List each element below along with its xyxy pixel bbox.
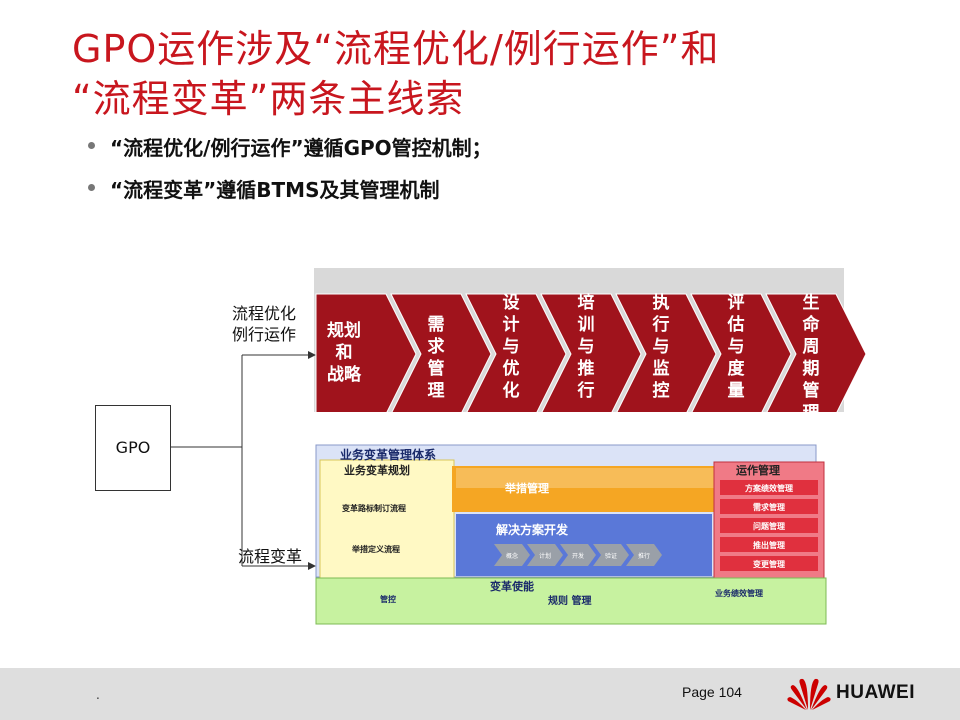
enable-item: 规则 管理 [548, 596, 592, 607]
chevron-label: 需求管理 [428, 315, 445, 401]
solution-step-label: 验证 [605, 552, 617, 560]
planning-title: 业务变革规划 [344, 464, 410, 477]
btms-title: 业务变革管理体系 [340, 448, 437, 462]
branch-top-label-2: 例行运作 [232, 325, 297, 344]
branch-top-arrow-icon [308, 351, 316, 359]
bullet-list: “流程优化/例行运作”遵循GPO管控机制； “流程变革”遵循BTMS及其管理机制 [88, 132, 908, 216]
solution-step-label: 推行 [638, 552, 650, 560]
initiative-title: 举措管理 [505, 482, 549, 495]
ops-item-label: 变更管理 [753, 559, 785, 569]
band-bottom-mask [310, 412, 850, 442]
title-line-1: GPO运作涉及“流程优化/例行运作”和 [72, 27, 720, 71]
ops-title: 运作管理 [736, 464, 780, 477]
solution-step-label: 概念 [506, 552, 518, 560]
solution-steps-group: 概念 计划 开发 验证 推行 [494, 544, 662, 566]
enable-panel [315, 577, 827, 625]
solution-step [560, 544, 596, 566]
title-line-2: “流程变革”两条主线索 [72, 77, 465, 121]
ops-item [720, 537, 818, 552]
solution-step [527, 544, 563, 566]
planning-panel [319, 459, 455, 579]
ops-item [720, 499, 818, 514]
solution-step [494, 544, 530, 566]
brand-name: HUAWEI [836, 682, 915, 703]
bullet-item: “流程变革”遵循BTMS及其管理机制 [88, 174, 908, 216]
bullet-text: “流程变革”遵循BTMS及其管理机制 [110, 178, 440, 202]
branch-bottom-label: 流程变革 [238, 547, 303, 566]
solution-step-label: 计划 [539, 552, 551, 560]
bullet-text: “流程优化/例行运作”遵循GPO管控机制； [110, 136, 492, 160]
chevron-label: 规划和战略 [327, 320, 362, 385]
planning-item: 变革路标制订流程 [342, 504, 406, 513]
footer-dot: . [96, 688, 100, 702]
slide-title: GPO运作涉及“流程优化/例行运作”和 “流程变革”两条主线索 [72, 24, 932, 124]
enable-item: 业务绩效管理 [715, 589, 763, 598]
ops-item [720, 556, 818, 571]
ops-item [720, 480, 818, 495]
initiative-highlight [456, 468, 718, 488]
chevron-label: 培训与推行 [577, 292, 595, 401]
chevron-label: 评估与度量 [727, 293, 746, 401]
chevron-group: 规划和战略需求管理设计与优化培训与推行执行与监控评估与度量生命周期管理 [310, 292, 867, 442]
ops-item-label: 推出管理 [753, 540, 785, 550]
planning-item: 举措定义流程 [352, 545, 400, 554]
solution-step [626, 544, 662, 566]
bullet-dot-icon [88, 184, 95, 191]
chevron-step [315, 293, 417, 415]
page-number: Page 104 [682, 684, 742, 700]
enable-item: 管控 [380, 595, 396, 604]
chevron-label: 执行与监控 [652, 292, 670, 401]
ops-item-label: 方案绩效管理 [745, 483, 793, 493]
solution-step-label: 开发 [572, 552, 584, 560]
ops-item-label: 问题管理 [753, 521, 785, 531]
bullet-item: “流程优化/例行运作”遵循GPO管控机制； [88, 132, 908, 174]
ops-item [720, 518, 818, 533]
bullet-dot-icon [88, 142, 95, 149]
chevron-label: 设计与优化 [503, 293, 520, 401]
branch-bottom-arrow-icon [308, 562, 316, 570]
ops-item-label: 需求管理 [753, 502, 785, 512]
solution-title: 解决方案开发 [496, 523, 569, 537]
enable-title: 变革使能 [490, 580, 534, 593]
gpo-box: GPO [95, 405, 171, 491]
branch-top-label-1: 流程优化 [232, 304, 297, 323]
huawei-logo-icon [787, 678, 831, 710]
solution-step [593, 544, 629, 566]
